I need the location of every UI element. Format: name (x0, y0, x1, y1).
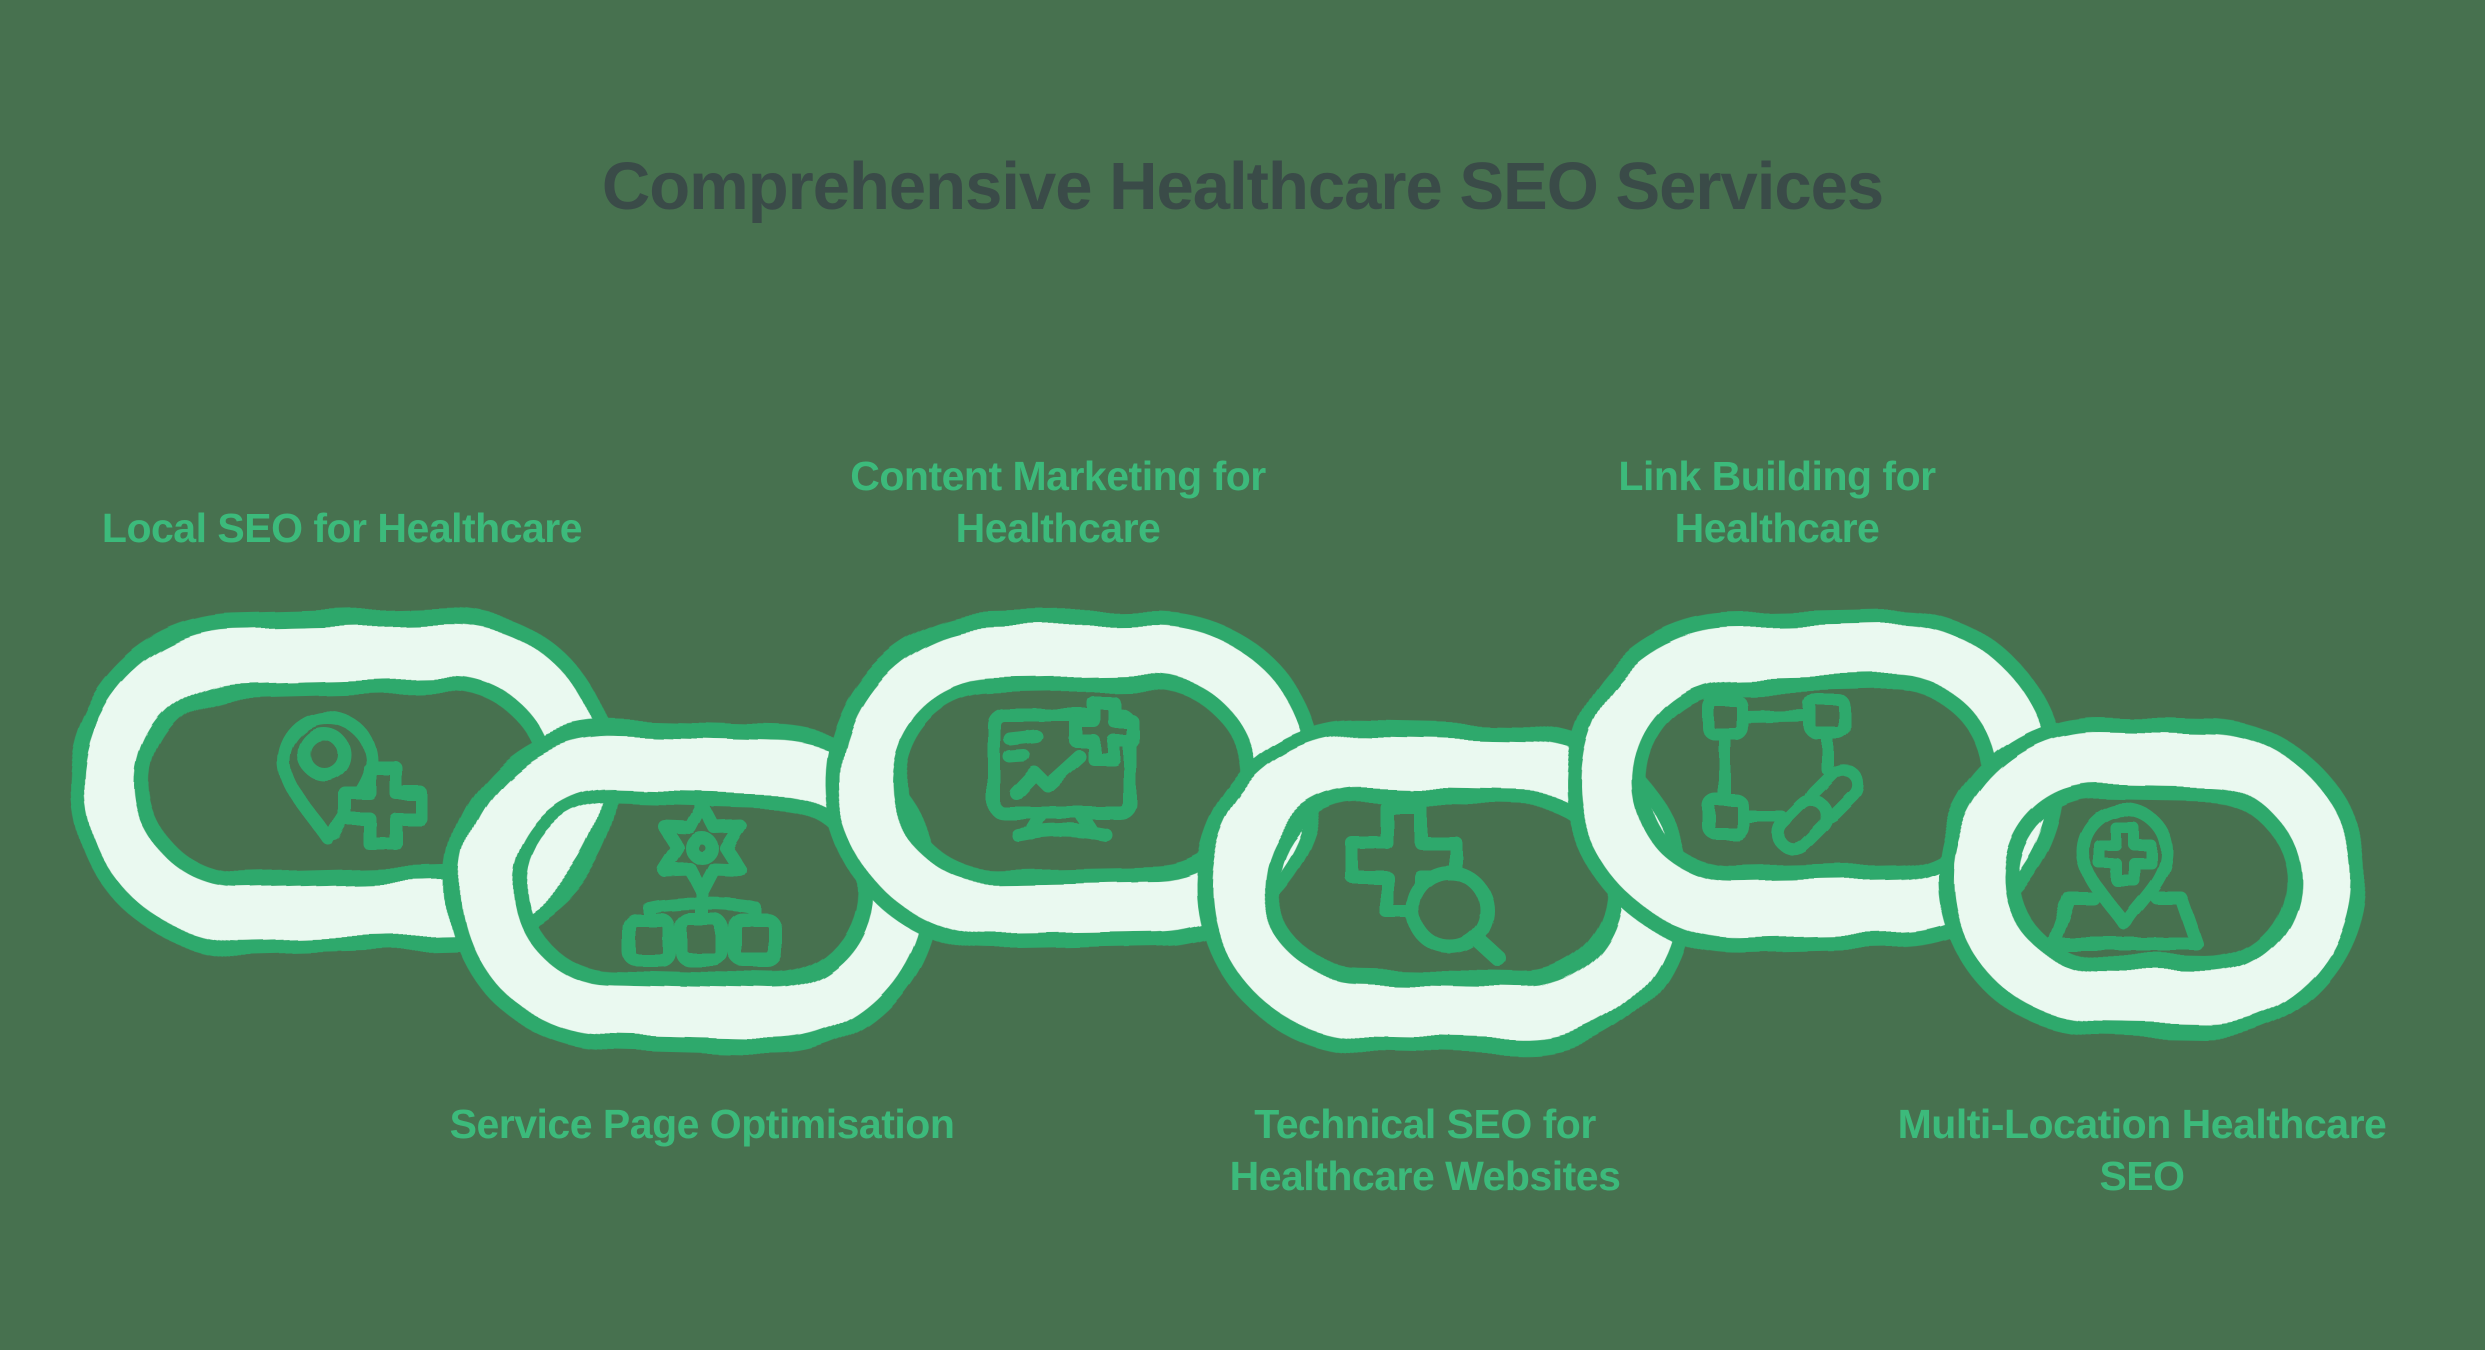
location-pin-plus-icon (277, 711, 428, 851)
service-label-content-marketing: Content Marketing for Healthcare (850, 453, 1266, 551)
chain-link-6 (1937, 717, 2367, 1039)
monitor-chart-plus-icon (987, 696, 1139, 842)
service-label-local-seo: Local SEO for Healthcare (101, 505, 583, 551)
service-label-multi-location: Multi-Location Healthcare SEO (1897, 1101, 2387, 1199)
map-pin-cross-icon (2046, 803, 2204, 951)
sitemap-gear-icon (622, 797, 782, 967)
service-label-service-page: Service Page Optimisation (449, 1101, 955, 1147)
service-label-link-building: Link Building for Healthcare (1618, 453, 1936, 551)
link-nodes-icon (1702, 693, 1865, 856)
page-title: Comprehensive Healthcare SEO Services (601, 149, 1884, 224)
cross-magnifier-icon (1345, 801, 1506, 966)
service-label-technical-seo: Technical SEO for Healthcare Websites (1229, 1101, 1621, 1199)
